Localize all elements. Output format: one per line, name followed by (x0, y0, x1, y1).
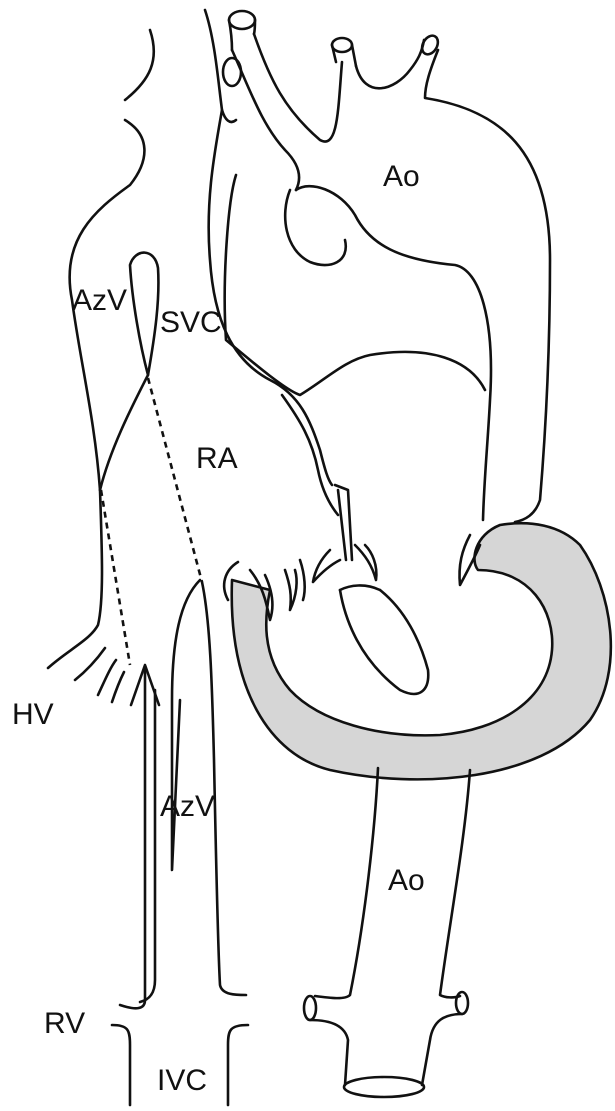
label-hv: HV (12, 698, 54, 731)
label-ra: RA (196, 442, 238, 475)
iliac-right-cap (456, 992, 468, 1014)
svc-right-outer-wall (209, 110, 332, 485)
brachiocephalic-vessel-cap (229, 11, 255, 29)
aorta-bottom-walls (310, 1014, 462, 1085)
svc-azygos-upper (70, 10, 338, 515)
neck-vein-left-wall (125, 30, 154, 100)
azygos-crossing (100, 375, 148, 490)
atrial-septum-inner (340, 585, 380, 590)
ivc-bracket-left (112, 1025, 130, 1105)
valve-leaflet-4 (313, 550, 340, 582)
descending-aorta-right-wall (440, 770, 470, 997)
svc-atrial-connection (282, 395, 338, 515)
azygos-vein-loop (130, 253, 158, 375)
left-atrial-outline (225, 175, 485, 395)
carotid-vessel-cap (332, 38, 352, 52)
aorta-bottom-cap (344, 1077, 424, 1097)
hv-left-branch (48, 490, 102, 668)
valve-leaflet-3 (300, 560, 305, 600)
descending-aorta (304, 768, 470, 1097)
ivc-left-upper-wall (140, 690, 155, 1002)
label-rv: RV (44, 1007, 85, 1040)
hepatic-veins (48, 490, 200, 1008)
heart-ventricles (224, 485, 611, 779)
iliac-left-cap (304, 996, 316, 1020)
label-ivc: IVC (157, 1064, 207, 1097)
descending-aorta-left-wall (315, 768, 378, 998)
valve-leaflet-2 (285, 570, 297, 610)
dashed-line-svc-to-ivc (148, 378, 202, 582)
azygos-lower-left-wall (120, 670, 145, 1008)
ivc (112, 582, 248, 1105)
label-azv-bottom: AzV (160, 790, 215, 823)
chordae-tendineae (335, 485, 352, 560)
interventricular-septum (340, 590, 428, 694)
hv-small-branch-1 (75, 648, 105, 680)
dashed-line-azygos-to-hv (101, 490, 130, 665)
azygos-lower-right-wall (172, 580, 200, 870)
brachiocephalic-vessel-walls (229, 20, 255, 50)
label-ao-top: Ao (383, 160, 420, 193)
carotid-vessel-walls (332, 45, 356, 66)
subclavian-left-cap (223, 58, 241, 86)
hv-small-branch-3 (112, 672, 124, 702)
ivc-bracket-right (228, 1025, 248, 1105)
label-ao-bottom: Ao (388, 864, 425, 897)
valve-leaflet-5 (355, 545, 376, 580)
hv-small-branch-2 (98, 660, 116, 695)
pulmonary-trunk (285, 190, 346, 265)
aortic-arch-top (356, 40, 550, 522)
label-azv-top: AzV (72, 284, 127, 317)
aortic-arch (223, 11, 550, 522)
label-svc: SVC (160, 306, 222, 339)
